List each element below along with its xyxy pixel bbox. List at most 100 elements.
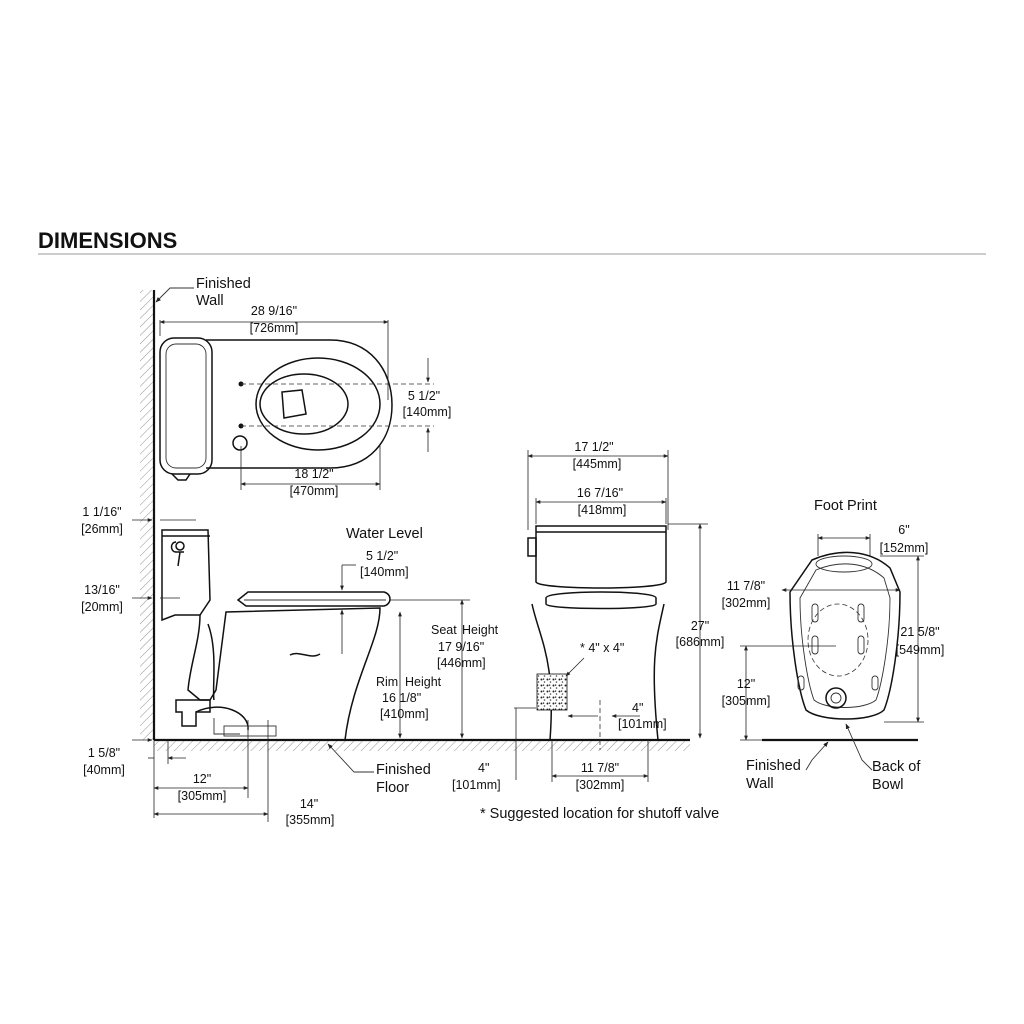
flush-handle-knob-icon <box>175 541 185 551</box>
fp-depth-in: 21 5/8" <box>900 625 939 639</box>
front-width-in: 17 1/2" <box>574 440 613 454</box>
finished-floor-label-1: Finished <box>376 762 431 778</box>
seat-height-label-2: Height <box>462 623 499 637</box>
foot-print-drain-inner-icon <box>830 692 842 704</box>
floor-hatch <box>154 741 690 751</box>
seat-height-label-1: Seat <box>431 623 457 637</box>
base-in: 1 5/8" <box>88 746 120 760</box>
top-bowl-outline <box>206 339 393 469</box>
bolt-spacing-mm: [140mm] <box>403 405 452 419</box>
foot-print-outer <box>789 551 901 720</box>
valve-size-leader <box>565 657 585 677</box>
rim-height-label-2: Height <box>405 675 442 689</box>
front-tank <box>535 525 667 589</box>
front-height-mm: [686mm] <box>676 635 725 649</box>
rim-height-mm: [410mm] <box>380 707 429 721</box>
rough-in-mm: [305mm] <box>178 789 227 803</box>
foot-print-view: Foot Print 6" [152mm] 11 7/8" [302mm] 21… <box>722 498 945 793</box>
fp-wall-label-2: Wall <box>746 776 774 792</box>
side-trapway <box>207 623 215 701</box>
front-width-mm: [445mm] <box>573 457 622 471</box>
fp-depth-mm: [549mm] <box>896 643 945 657</box>
side-bowl-body <box>187 607 381 741</box>
side-tank <box>161 529 211 622</box>
overall-length-in: 28 9/16" <box>251 304 297 318</box>
side-view: Finished Wall 28 9/16" [726mm] 5 1/2" [1… <box>81 276 690 827</box>
rough-in-in: 12" <box>193 772 211 786</box>
page-title: DIMENSIONS <box>38 228 177 253</box>
water-level-mm: [140mm] <box>360 565 409 579</box>
tank-lid-mm: [20mm] <box>81 600 123 614</box>
side-water-surface <box>289 652 321 657</box>
front-base-mm: [302mm] <box>576 778 625 792</box>
side-drain-pipe <box>213 718 240 735</box>
fp-top-in: 6" <box>898 523 909 537</box>
side-elevation <box>161 529 391 741</box>
water-level-label: Water Level <box>346 526 423 542</box>
fp-bowl-label-1: Back of <box>872 759 921 775</box>
top-view <box>159 337 393 481</box>
valve-size-label: * 4" x 4" <box>580 641 624 655</box>
side-seat-lid <box>236 591 391 607</box>
rim-height-label-1: Rim <box>376 675 398 689</box>
valve-offset-mm: [101mm] <box>618 717 667 731</box>
water-level-in: 5 1/2" <box>366 549 398 563</box>
front-base-in: 11 7/8" <box>581 761 619 775</box>
foot-print-drain-icon <box>825 687 847 709</box>
side-floor-flange <box>223 725 277 737</box>
valve-height-mm: [101mm] <box>452 778 501 792</box>
front-height-in: 27" <box>691 619 709 633</box>
front-tank-in: 16 7/16" <box>577 486 623 500</box>
front-bowl-sides <box>531 603 665 741</box>
top-button-icon <box>232 435 248 451</box>
rim-height-in: 16 1/8" <box>382 691 421 705</box>
top-tank-inner <box>165 343 207 469</box>
footnote: * Suggested location for shutoff valve <box>480 806 719 822</box>
top-bowl-opening <box>281 389 307 419</box>
foot-print-slot-2 <box>857 603 865 623</box>
front-seat <box>545 591 657 610</box>
base-mm: [40mm] <box>83 763 125 777</box>
finished-floor-label-2: Floor <box>376 780 409 796</box>
bolt-length-in: 18 1/2" <box>294 467 333 481</box>
seat-height-mm: [446mm] <box>437 656 486 670</box>
top-seat-inner <box>259 373 349 435</box>
front-handle-icon <box>527 537 537 557</box>
flush-handle-icon <box>170 541 184 567</box>
tank-lid-in: 13/16" <box>84 583 120 597</box>
overall-length-mm: [726mm] <box>250 321 299 335</box>
tank-gap-in: 1 1/16" <box>82 505 121 519</box>
tank-gap-mm: [26mm] <box>81 522 123 536</box>
seat-height-in: 17 9/16" <box>438 640 484 654</box>
fp-top-mm: [152mm] <box>880 541 929 555</box>
fp-rough-in: 12" <box>737 677 755 691</box>
foot-print-slot-6 <box>871 675 879 691</box>
front-tank-mm: [418mm] <box>578 503 627 517</box>
fp-width-in: 11 7/8" <box>727 579 765 593</box>
valve-offset-in: 4" <box>632 701 643 715</box>
bolt-spacing-in: 5 1/2" <box>408 389 440 403</box>
foot-print-slot-3 <box>811 635 819 655</box>
side-drain <box>175 699 211 727</box>
foot-print-front-rim <box>815 555 873 573</box>
finished-floor-leader <box>327 743 374 773</box>
fp-width-mm: [302mm] <box>722 596 771 610</box>
top-tank-outline <box>159 337 213 475</box>
overall-depth-in: 14" <box>300 797 318 811</box>
shutoff-valve-location <box>536 673 568 711</box>
side-drain-arc <box>195 706 249 731</box>
fp-wall-leader <box>805 741 829 771</box>
finished-wall-label-1: Finished <box>196 276 251 292</box>
bolt-length-mm: [470mm] <box>290 484 339 498</box>
foot-print-slot-4 <box>857 635 865 655</box>
fp-wall-label-1: Finished <box>746 758 801 774</box>
top-tank-foot <box>171 473 191 481</box>
fp-bowl-label-2: Bowl <box>872 777 903 793</box>
valve-height-in: 4" <box>478 761 489 775</box>
finished-wall-leader <box>155 287 194 303</box>
foot-print-slot-5 <box>797 675 805 691</box>
front-view: 17 1/2" [445mm] 16 7/16" [418mm] 27" [68… <box>452 440 724 822</box>
overall-depth-mm: [355mm] <box>286 813 335 827</box>
